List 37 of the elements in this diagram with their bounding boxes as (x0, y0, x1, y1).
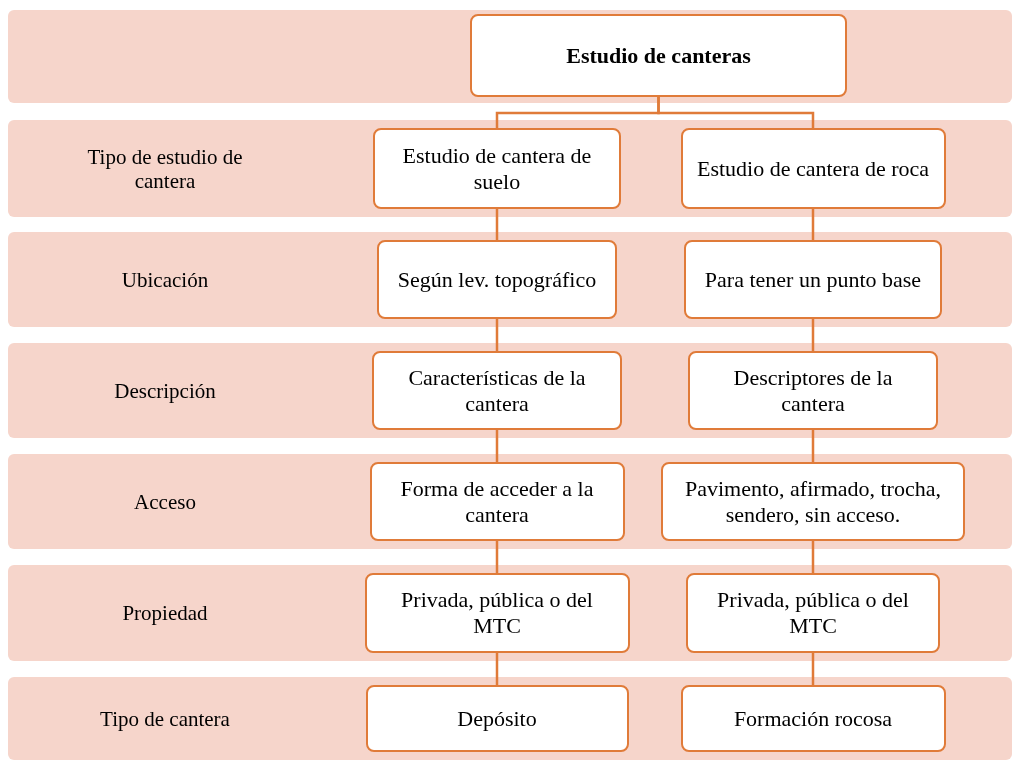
content-box: Estudio de cantera de suelo (373, 128, 621, 209)
title-box: Estudio de canteras (470, 14, 847, 97)
content-box: Privada, pública o del MTC (686, 573, 940, 653)
row-label: Propiedad (121, 601, 209, 625)
connector-line (495, 653, 499, 685)
connector-line (811, 653, 815, 685)
content-box: Privada, pública o del MTC (364, 573, 630, 653)
content-box: Según lev. topográfico (377, 240, 617, 319)
row-band (8, 10, 1012, 103)
row-label: Tipo de cantera (99, 706, 231, 731)
connector-line (657, 97, 815, 128)
connector-line (495, 430, 499, 462)
connector-line (495, 541, 499, 573)
content-box: Depósito (365, 685, 629, 752)
row-band (8, 343, 1012, 438)
connector-line (495, 319, 499, 351)
row-band (8, 232, 1012, 327)
connector-line (811, 430, 815, 462)
row-band (8, 454, 1012, 549)
row-label: Descripción (113, 378, 217, 403)
connector-line (811, 209, 815, 240)
content-box: Pavimento, afirmado, trocha, sendero, sin acceso. (661, 462, 965, 541)
row-label: Tipo de estudio de cantera (86, 144, 244, 193)
row-label: Acceso (133, 489, 197, 514)
content-box: Estudio de cantera de roca (680, 128, 946, 209)
row-band (8, 120, 1012, 217)
content-box: Forma de acceder a la cantera (369, 462, 625, 541)
content-box: Formación rocosa (680, 685, 946, 752)
connector-line (495, 209, 499, 240)
content-box: Para tener un punto base (684, 240, 942, 319)
connector-line (811, 319, 815, 351)
connector-line (811, 541, 815, 573)
row-band (8, 565, 1012, 661)
row-label: Ubicación (120, 267, 210, 292)
content-box: Características de la cantera (372, 351, 622, 430)
content-box: Descriptores de la cantera (688, 351, 938, 430)
row-band (8, 677, 1012, 760)
